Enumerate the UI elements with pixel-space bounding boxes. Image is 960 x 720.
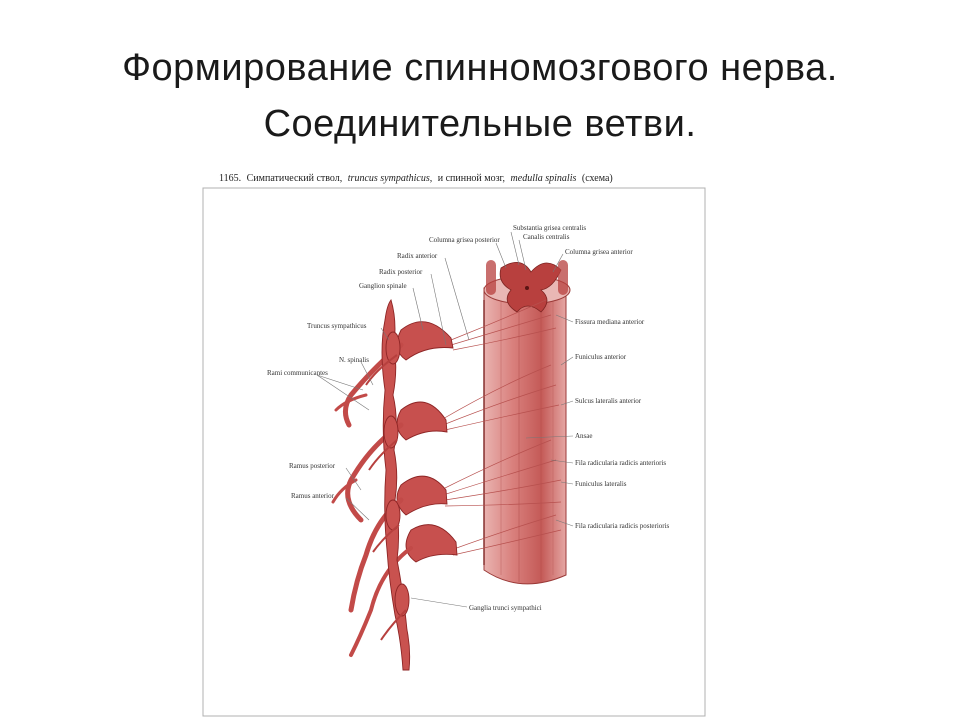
label-canalis-centralis: Canalis centralis bbox=[523, 233, 570, 241]
caption-text-3: (схема) bbox=[582, 173, 613, 184]
caption-number: 1165. bbox=[219, 173, 241, 184]
figure-illustration: 1165. Симпатический ствол, truncus sympa… bbox=[202, 173, 706, 717]
caption-latin-2: medulla spinalis bbox=[511, 173, 577, 184]
caption-text-2: и спинной мозг, bbox=[438, 173, 505, 184]
label-ganglion-spinale: Ganglion spinale bbox=[359, 282, 407, 290]
label-fissura-mediana-anterior: Fissura mediana anterior bbox=[575, 318, 645, 326]
svg-text:1165. Симпатический ст: 1165. Симпатический ствол, truncus sympa… bbox=[219, 173, 613, 184]
label-ganglia-trunci-sympathici: Ganglia trunci sympathici bbox=[469, 604, 542, 612]
label-columna-grisea-anterior: Columna grisea anterior bbox=[565, 248, 633, 256]
figure-labels: Substantia grisea centralis Canalis cent… bbox=[267, 224, 670, 612]
label-ramus-anterior: Ramus anterior bbox=[291, 492, 335, 500]
leader-lines bbox=[316, 231, 574, 608]
root-filaments bbox=[440, 299, 562, 556]
label-substantia-grisea-centralis: Substantia grisea centralis bbox=[513, 224, 586, 232]
label-rami-communicantes: Rami communicantes bbox=[267, 369, 328, 377]
spinal-cord bbox=[483, 287, 567, 585]
label-funiculus-anterior: Funiculus anterior bbox=[575, 353, 627, 361]
caption-text-1: Симпатический ствол, bbox=[247, 173, 343, 184]
label-sulcus-lateralis-anterior: Sulcus lateralis anterior bbox=[575, 397, 642, 405]
rami-communicantes bbox=[365, 354, 407, 641]
label-truncus-sympathicus: Truncus sympathicus bbox=[307, 322, 367, 330]
title-line-2: Соединительные ветви. bbox=[263, 103, 697, 145]
label-fila-radicularia-anterioris: Fila radicularia radicis anterioris bbox=[575, 459, 666, 467]
title-line-1: Формирование спинномозгового нерва. bbox=[122, 47, 838, 89]
label-ansae: Ansae bbox=[575, 432, 593, 440]
label-radix-posterior: Radix posterior bbox=[379, 268, 423, 276]
spinal-nerves bbox=[396, 321, 458, 563]
label-ramus-posterior: Ramus posterior bbox=[289, 462, 336, 470]
label-n-spinalis: N. spinalis bbox=[339, 356, 369, 364]
label-fila-radicularia-posterioris: Fila radicularia radicis posterioris bbox=[575, 522, 670, 530]
figure-caption: 1165. Симпатический ствол, truncus sympa… bbox=[219, 173, 613, 184]
anatomical-figure: 1165. Симпатический ствол, truncus sympa… bbox=[201, 170, 707, 718]
caption-latin-1: truncus sympathicus, bbox=[348, 173, 432, 184]
figure-frame bbox=[202, 187, 706, 717]
label-radix-anterior: Radix anterior bbox=[397, 252, 438, 260]
cord-cross-section bbox=[483, 260, 571, 313]
label-funiculus-lateralis: Funiculus lateralis bbox=[575, 480, 627, 488]
label-columna-grisea-posterior: Columna grisea posterior bbox=[429, 236, 500, 244]
slide-title: Формирование спинномозгового нерва. Соед… bbox=[0, 40, 960, 152]
